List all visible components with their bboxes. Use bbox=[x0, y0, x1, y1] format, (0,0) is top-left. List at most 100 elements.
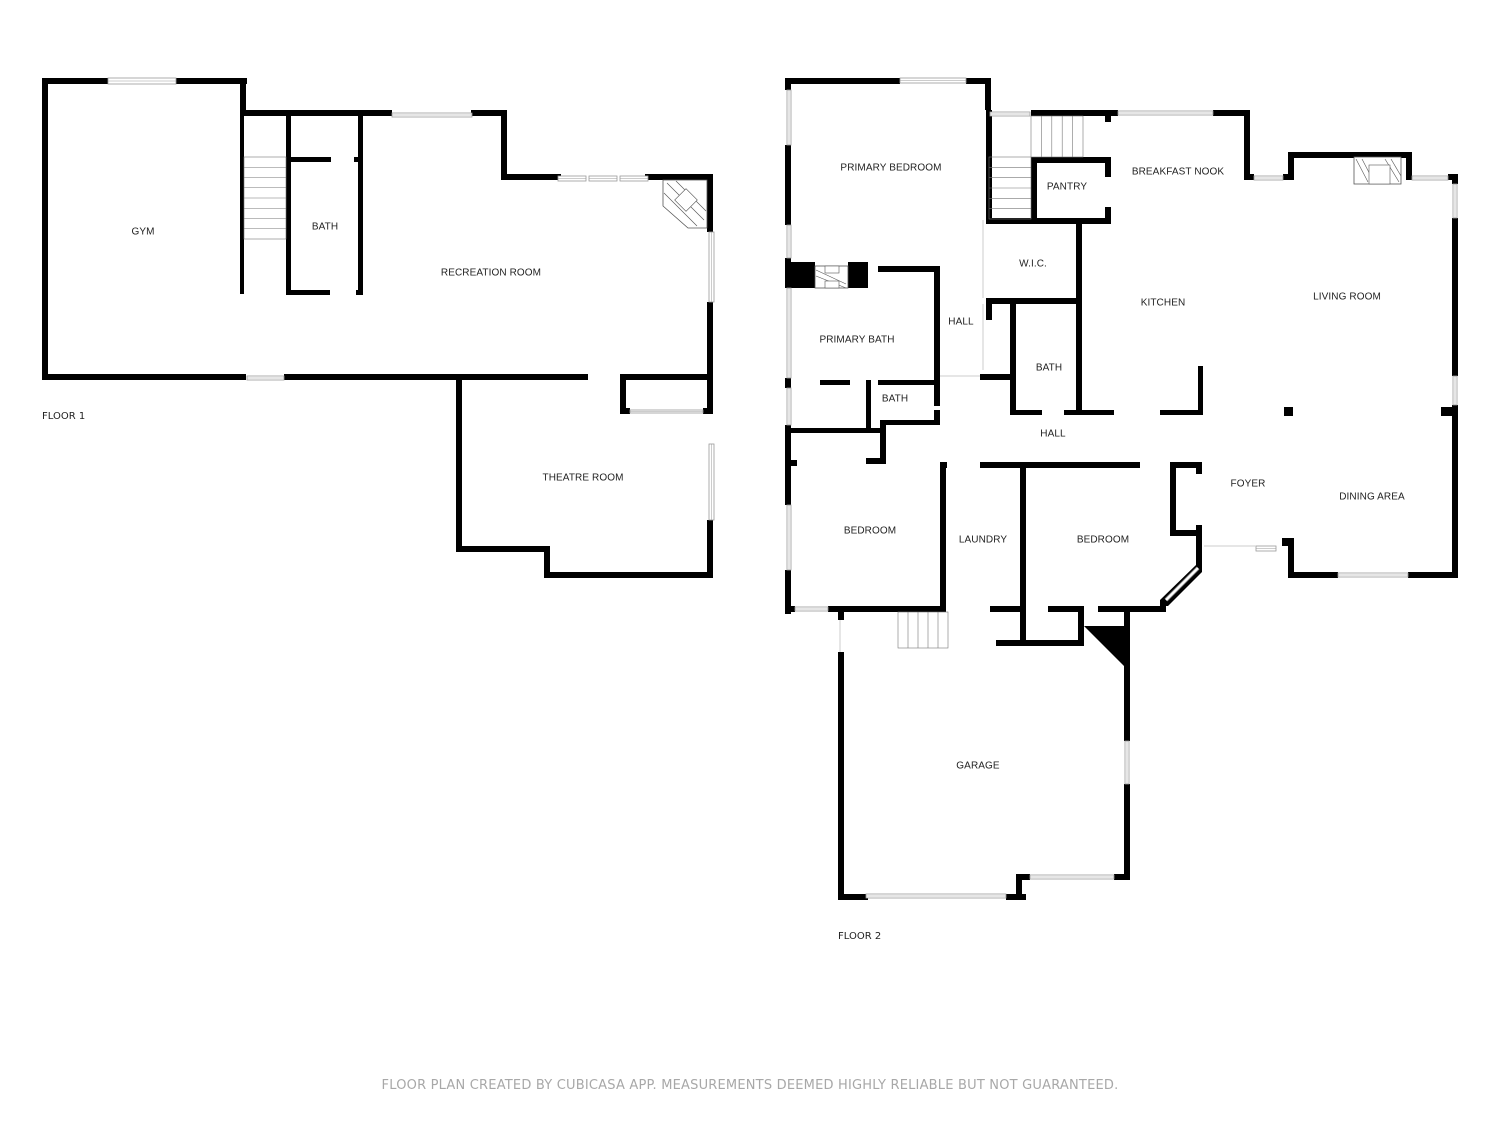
room-label-recreation-room: RECREATION ROOM bbox=[440, 267, 542, 279]
wall-segment bbox=[456, 374, 462, 552]
stairs-icon bbox=[243, 156, 287, 240]
wall-segment bbox=[1110, 110, 1118, 116]
wall-segment bbox=[544, 572, 713, 578]
wall-segment bbox=[356, 290, 363, 295]
wall-segment bbox=[785, 78, 900, 84]
wall-segment bbox=[838, 652, 844, 900]
wall-segment bbox=[785, 262, 815, 288]
room-label-bath: BATH bbox=[881, 393, 909, 405]
wall-segment bbox=[620, 408, 630, 414]
wall-segment bbox=[848, 262, 868, 288]
wall-segment bbox=[986, 218, 1111, 224]
room-label-hall: HALL bbox=[948, 316, 974, 328]
wall-segment bbox=[1124, 784, 1130, 880]
wall-segment bbox=[1020, 462, 1026, 610]
room-label-bedroom: BEDROOM bbox=[1076, 534, 1130, 546]
wall-segment bbox=[1288, 572, 1338, 578]
wall-segment bbox=[1213, 110, 1249, 116]
wall-segment bbox=[645, 174, 713, 180]
stairs-layer bbox=[243, 115, 1084, 649]
room-label-living-room: LIVING ROOM bbox=[1313, 291, 1381, 303]
wall-segment bbox=[284, 374, 588, 380]
wall-segment bbox=[1114, 874, 1130, 880]
room-label-garage: GARAGE bbox=[956, 760, 1000, 772]
wall-segment bbox=[286, 290, 330, 295]
room-label-breakfast-nook: BREAKFAST NOOK bbox=[1131, 166, 1225, 178]
wall-segment bbox=[358, 116, 363, 294]
room-label-primary-bedroom: PRIMARY BEDROOM bbox=[840, 162, 942, 174]
wall-segment bbox=[1016, 874, 1030, 880]
wall-segment bbox=[1020, 606, 1026, 646]
room-label-laundry: LAUNDRY bbox=[958, 534, 1008, 546]
room-label-kitchen: KITCHEN bbox=[1140, 297, 1186, 309]
wall-segment bbox=[866, 380, 871, 430]
wall-segment bbox=[838, 612, 844, 620]
wall-segment bbox=[820, 380, 850, 385]
wall-segment bbox=[940, 462, 946, 612]
wall-segment bbox=[620, 374, 713, 380]
wall-segment bbox=[1452, 405, 1458, 578]
wall-segment bbox=[1016, 874, 1022, 900]
wall-segment bbox=[707, 378, 713, 410]
column bbox=[1284, 407, 1293, 416]
fireplace-icon bbox=[814, 265, 849, 289]
wall-segment bbox=[1170, 462, 1200, 468]
wall-segment bbox=[828, 606, 946, 612]
wall-segment bbox=[1408, 572, 1458, 578]
wall-segment bbox=[175, 78, 245, 84]
wall-segment bbox=[1244, 110, 1250, 180]
wall-segment bbox=[980, 462, 1140, 468]
wall-segment bbox=[1198, 366, 1203, 415]
wall-segment bbox=[1160, 410, 1202, 415]
wall-segment bbox=[886, 420, 940, 425]
column bbox=[1441, 407, 1453, 416]
stairs-icon bbox=[897, 611, 949, 649]
door-openings bbox=[839, 220, 1256, 652]
wall-segment bbox=[785, 606, 795, 612]
wall-segment bbox=[1196, 548, 1202, 556]
wall-segment bbox=[936, 374, 940, 380]
footer-disclaimer: FLOOR PLAN CREATED BY CUBICASA APP. MEAS… bbox=[381, 1078, 1119, 1093]
wall-segment bbox=[1031, 157, 1037, 219]
wall-segment bbox=[1124, 606, 1130, 741]
wall-segment bbox=[240, 110, 392, 116]
wall-segment bbox=[996, 640, 1082, 646]
room-label-theatre-room: THEATRE ROOM bbox=[542, 472, 624, 484]
wall-segment bbox=[42, 78, 48, 380]
wall-segment bbox=[240, 78, 246, 110]
wall-segment bbox=[966, 78, 988, 84]
wall-segment bbox=[1406, 152, 1412, 180]
wall-segment bbox=[1078, 606, 1084, 646]
wall-segment bbox=[1031, 157, 1111, 163]
wall-segment bbox=[785, 378, 791, 388]
wall-segment bbox=[354, 157, 363, 162]
wall-segment bbox=[456, 546, 548, 552]
wall-segment bbox=[501, 174, 561, 180]
wall-segment bbox=[544, 546, 550, 578]
windows-layer bbox=[107, 77, 1458, 899]
wall-segment bbox=[1196, 462, 1202, 474]
wall-segment bbox=[990, 606, 1020, 612]
stairs-icon bbox=[988, 156, 1032, 220]
fireplace-icon bbox=[1353, 156, 1402, 185]
wall-segment bbox=[986, 298, 1082, 304]
fireplace-icon bbox=[662, 179, 708, 229]
wall-segment bbox=[1010, 410, 1042, 415]
wall-segment bbox=[1170, 530, 1202, 536]
wall-segment bbox=[878, 266, 940, 272]
wall-segment bbox=[703, 408, 713, 414]
wall-segment bbox=[1196, 525, 1202, 555]
room-label-w-i-c: W.I.C. bbox=[1019, 258, 1047, 270]
wall-segment bbox=[1031, 110, 1111, 116]
wall-segment bbox=[1048, 606, 1078, 612]
wall-segment bbox=[707, 520, 713, 578]
room-label-bath: BATH bbox=[1035, 362, 1063, 374]
wall-segment bbox=[501, 110, 507, 180]
stairs-icon bbox=[1030, 115, 1084, 158]
wall-segment bbox=[785, 78, 791, 90]
room-label-hall: HALL bbox=[1040, 428, 1066, 440]
wall-segment bbox=[42, 374, 246, 380]
wall-segment bbox=[880, 420, 886, 464]
wall-segment bbox=[838, 894, 868, 900]
